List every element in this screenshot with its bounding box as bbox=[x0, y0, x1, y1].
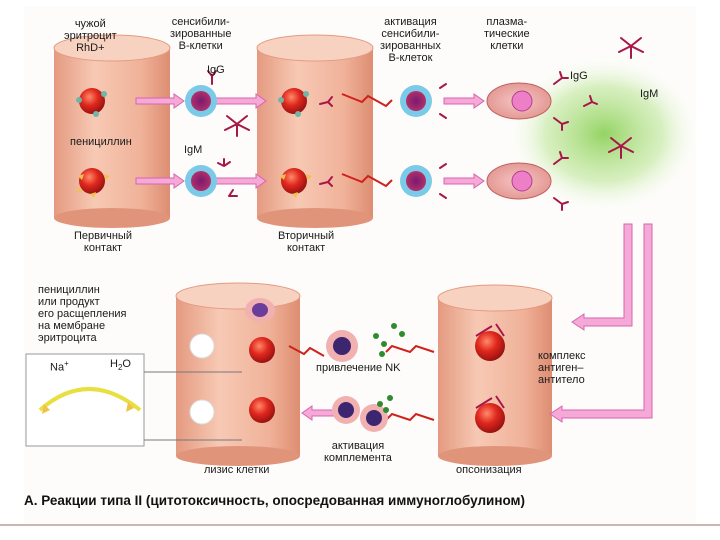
label-opsonization: опсонизация bbox=[456, 464, 522, 476]
label-penicillin-membrane: пенициллин или продукт его расщепления н… bbox=[38, 284, 127, 344]
label-igg-2: IgG bbox=[570, 70, 588, 82]
label-sensitized-b-cells: сенсибили- зированные B-клетки bbox=[170, 16, 231, 52]
cylinder-opsonization bbox=[438, 285, 552, 466]
cylinder-secondary-contact bbox=[257, 35, 373, 228]
plasma-cell-2 bbox=[487, 163, 551, 199]
complement-cell-1 bbox=[332, 396, 360, 424]
b-cell-activated-2 bbox=[400, 165, 432, 197]
b-cell-igm-sensitized bbox=[185, 165, 217, 197]
bottom-divider bbox=[0, 524, 720, 526]
label-na: Na+ bbox=[50, 358, 69, 374]
label-complement: активация комплемента bbox=[324, 440, 392, 464]
label-complex: комплекс антиген– антитело bbox=[538, 350, 586, 386]
label-lysis: лизис клетки bbox=[204, 464, 269, 476]
label-activation-b-cells: активация сенсибили- зированных B-клеток bbox=[380, 16, 441, 64]
label-igm-2: IgM bbox=[640, 88, 658, 100]
b-cell-igg-sensitized bbox=[185, 85, 217, 117]
figure-caption: A. Реакции типа II (цитотоксичность, опо… bbox=[24, 493, 525, 508]
cylinder-primary-contact bbox=[54, 35, 170, 228]
label-igg-1: IgG bbox=[207, 64, 225, 76]
plasma-cell-1 bbox=[487, 83, 551, 119]
label-nk-recruit: привлечение NK bbox=[316, 362, 401, 374]
figure-panel: чужой эритроцит RhD+ сенсибили- зированн… bbox=[24, 6, 696, 524]
label-igm-1: IgM bbox=[184, 144, 202, 156]
nk-cell bbox=[326, 330, 358, 362]
b-cell-activated-1 bbox=[400, 85, 432, 117]
cylinder-effector bbox=[176, 283, 300, 466]
label-foreign-erythrocyte: чужой эритроцит RhD+ bbox=[64, 18, 117, 54]
label-penicillin: пенициллин bbox=[70, 136, 132, 148]
label-primary-contact: Первичный контакт bbox=[74, 230, 132, 254]
label-plasma-cells: плазма- тические клетки bbox=[484, 16, 530, 52]
label-secondary-contact: Вторичный контакт bbox=[278, 230, 334, 254]
label-h2o: H2O bbox=[110, 358, 131, 374]
